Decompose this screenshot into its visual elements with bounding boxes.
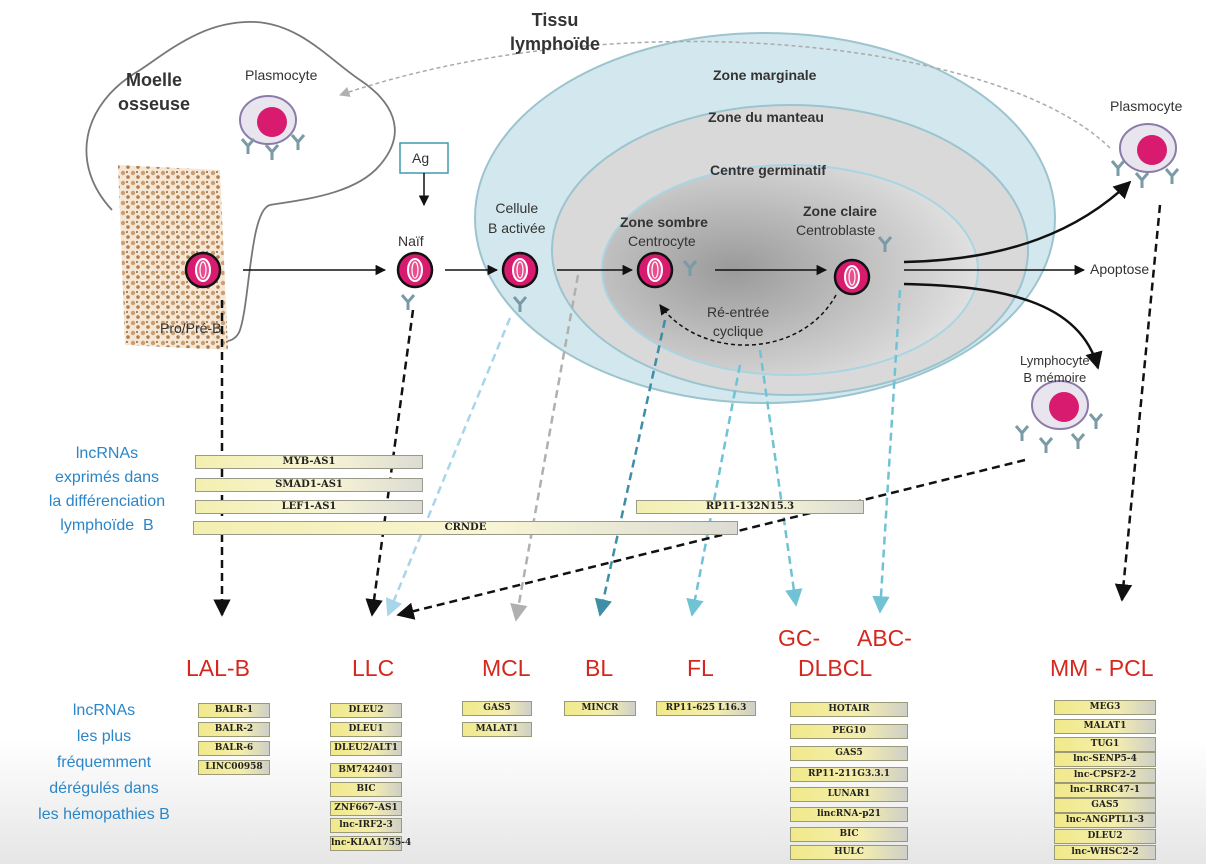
bar-myb-as1: MYB-AS1 <box>195 455 423 469</box>
gene-box: GAS5 <box>790 746 908 761</box>
gene-box: DLEU2 <box>330 703 402 718</box>
gene-box: lnc-SENP5-4 <box>1054 752 1156 767</box>
gene-box: GAS5 <box>462 701 532 716</box>
gene-box: GAS5 <box>1054 798 1156 813</box>
centroblaste-label: Centroblaste <box>796 222 876 238</box>
gene-box: PEG10 <box>790 724 908 739</box>
bar-crnde: CRNDE <box>193 521 738 535</box>
gene-box: lnc-ANGPTL1-3 <box>1054 813 1156 828</box>
gene-box: lnc-LRRC47-1 <box>1054 783 1156 798</box>
gene-box: BALR-6 <box>198 741 270 756</box>
gene-box: RP11-625 L16.3 <box>656 701 756 716</box>
plasmocyte-left-label: Plasmocyte <box>245 67 318 83</box>
gene-box: DLEU2/ALT1 <box>330 741 402 756</box>
gene-box: BIC <box>330 782 402 797</box>
plasmocyte-right-label: Plasmocyte <box>1110 98 1183 114</box>
naif-label: Naïf <box>398 233 424 249</box>
gene-box: BALR-2 <box>198 722 270 737</box>
plasmocyte-return-arc <box>339 40 1111 149</box>
centrocyte-label: Centrocyte <box>628 233 696 249</box>
reentree-label: Ré-entrée cyclique <box>707 304 770 339</box>
gene-box: MALAT1 <box>462 722 532 737</box>
centre-germinatif-label: Centre germinatif <box>710 162 826 178</box>
gene-box: DLEU2 <box>1054 829 1156 844</box>
gene-box: BIC <box>790 827 908 842</box>
disease-abc-prefix: ABC- <box>857 625 912 651</box>
disease-mm-pcl: MM - PCL <box>1050 655 1154 681</box>
lncrna-dereg-heading: lncRNAs les plus fréquemment dérégulés d… <box>38 702 170 823</box>
disease-bl: BL <box>585 655 614 681</box>
gene-box: RP11-211G3.3.1 <box>790 767 908 782</box>
ag-label: Ag <box>412 150 430 166</box>
disease-gc-prefix: GC- <box>778 625 821 651</box>
bar-smad1-as1: SMAD1-AS1 <box>195 478 423 492</box>
pro-pre-b-label: Pro/Pré-B <box>160 320 222 336</box>
gene-box: MEG3 <box>1054 700 1156 715</box>
gene-box: DLEU1 <box>330 722 402 737</box>
zone-manteau-label: Zone du manteau <box>708 109 824 125</box>
gene-box: LINC00958 <box>198 760 270 775</box>
gene-box: lnc-IRF2-3 <box>330 818 402 833</box>
gene-box: lnc-WHSC2-2 <box>1054 845 1156 860</box>
gene-box: BALR-1 <box>198 703 270 718</box>
antigen-box <box>399 142 449 174</box>
gene-box: MINCR <box>564 701 636 716</box>
gene-box: HOTAIR <box>790 702 908 717</box>
bar-rp11-132n15: RP11-132N15.3 <box>636 500 864 514</box>
gene-box: lnc-CPSF2-2 <box>1054 768 1156 783</box>
gene-box: HULC <box>790 845 908 860</box>
disease-dlbcl: DLBCL <box>798 655 873 681</box>
tissu-label: Tissu lymphoïde <box>510 10 601 54</box>
moelle-label: Moelle osseuse <box>118 70 191 114</box>
gene-box: ZNF667-AS1 <box>330 801 402 816</box>
disease-fl: FL <box>687 655 714 681</box>
zone-marginale-label: Zone marginale <box>713 67 817 83</box>
gene-box: LUNAR1 <box>790 787 908 802</box>
cellule-activee-label: Cellule B activée <box>488 200 546 236</box>
bone-marrow-outline <box>85 21 396 343</box>
gene-box: lnc-KIAA1755-4 <box>330 836 411 851</box>
gene-box: TUG1 <box>1054 737 1156 752</box>
disease-lal-b: LAL-B <box>186 655 250 681</box>
gene-box: lincRNA-p21 <box>790 807 908 822</box>
lymphocyte-memoire-label: Lymphocyte B mémoire <box>1020 353 1090 385</box>
disease-llc: LLC <box>352 655 395 681</box>
gene-box: BM742401 <box>330 763 402 778</box>
apoptose-label: Apoptose <box>1090 261 1150 277</box>
gene-box: MALAT1 <box>1054 719 1156 734</box>
bar-lef1-as1: LEF1-AS1 <box>195 500 423 514</box>
lncrna-diff-heading: lncRNAs exprimés dans la différenciation… <box>48 445 166 534</box>
bone-marrow-tissue <box>118 165 228 350</box>
zone-claire-label: Zone claire <box>803 203 877 219</box>
zone-sombre-label: Zone sombre <box>620 214 708 230</box>
disease-mcl: MCL <box>482 655 531 681</box>
